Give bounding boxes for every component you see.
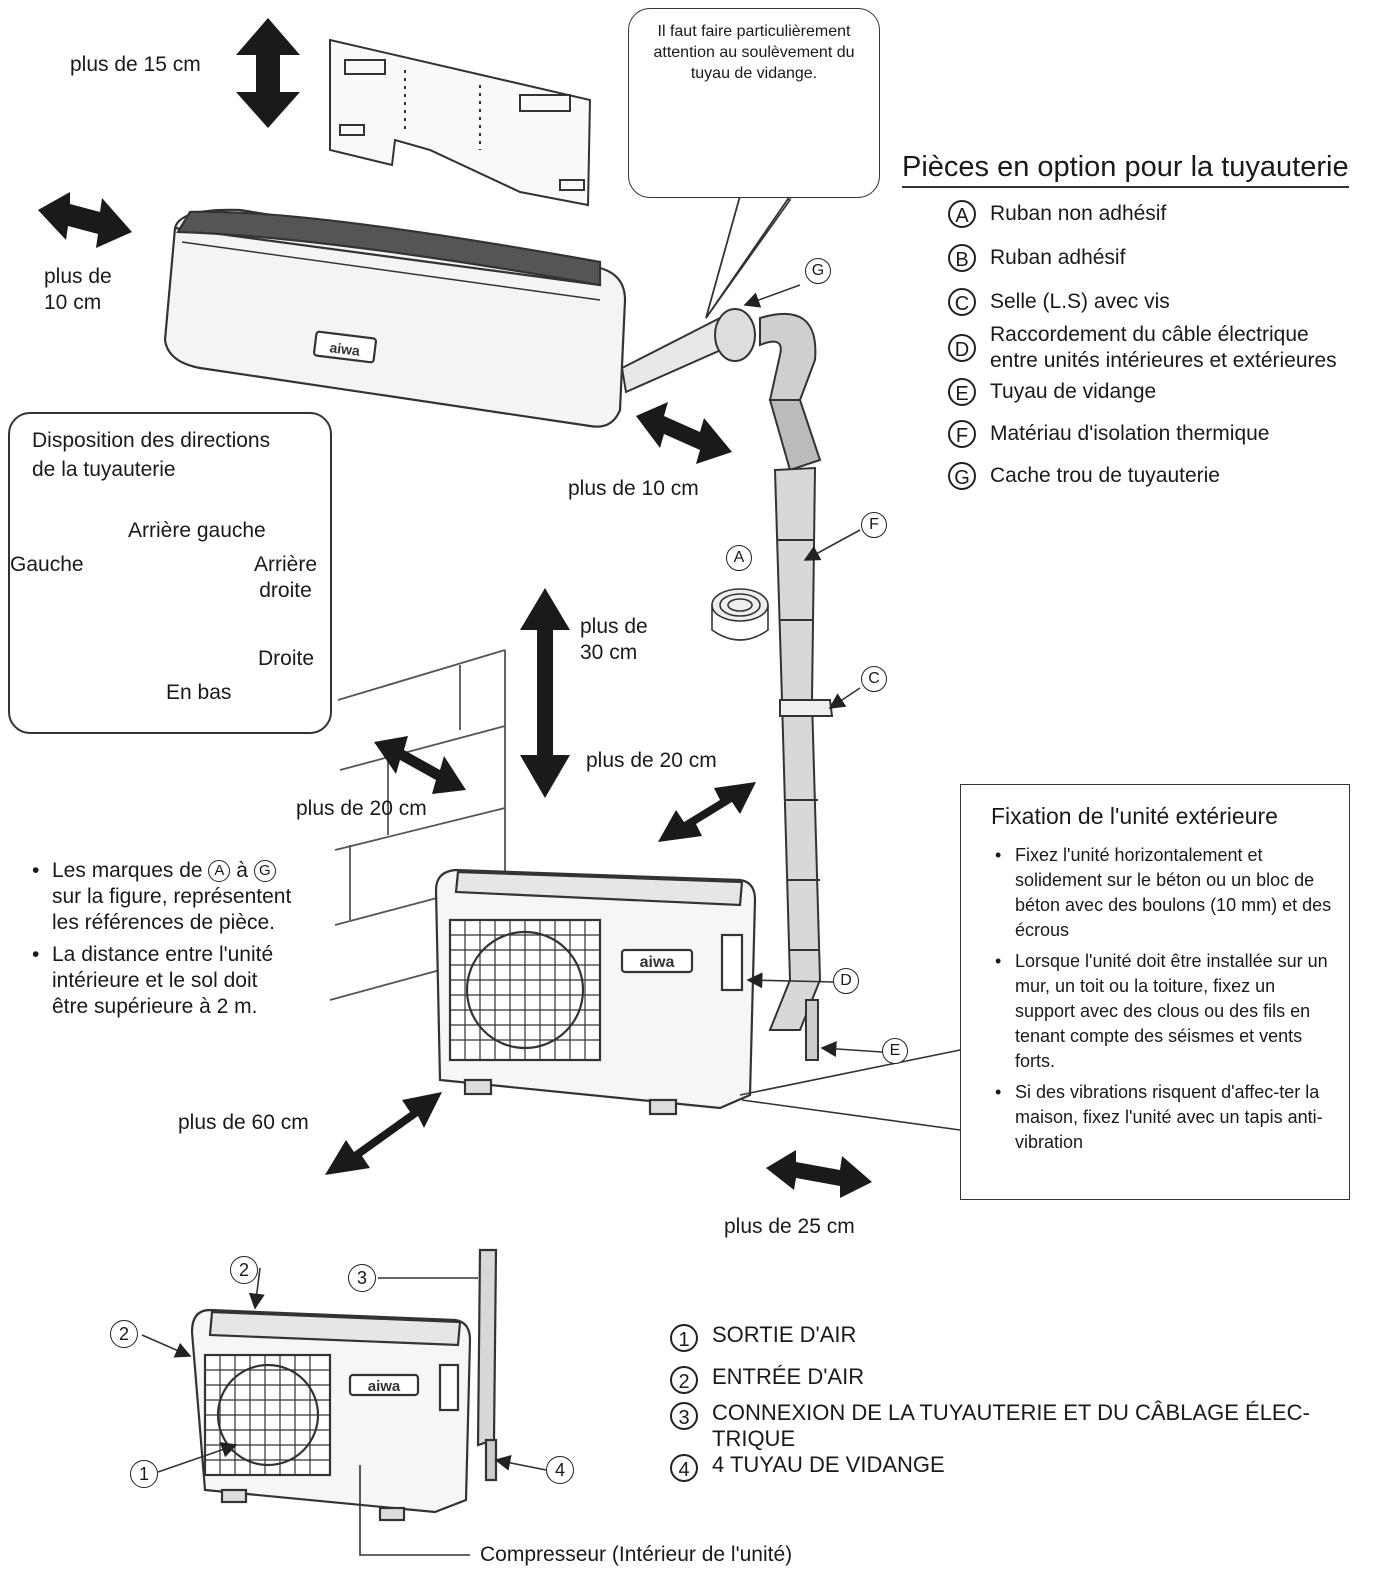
direction-left: Gauche: [10, 553, 84, 576]
fixation-list: Fixez l'unité horizontalement et solidem…: [993, 843, 1335, 1161]
option-label: Ruban non adhésif: [990, 202, 1167, 225]
option-label: Raccordement du câble électrique entre u…: [990, 323, 1337, 372]
direction-rear-left: Arrière gauche: [128, 519, 266, 542]
compressor-label: Compresseur (Intérieur de l'unité): [480, 1543, 793, 1566]
legend-number-circle: 3: [670, 1402, 698, 1430]
legend-item-3: 3 CONNEXION DE LA TUYAUTERIE ET DU CÂBLAG…: [670, 1400, 1310, 1452]
option-label: Matériau d'isolation thermique: [990, 422, 1270, 445]
option-item-b: B Ruban adhésif: [948, 244, 1125, 272]
label-clearance-outdoor-side: plus de 25 cm: [724, 1215, 855, 1238]
callout-4: 4: [546, 1456, 574, 1484]
direction-bottom: En bas: [166, 681, 232, 704]
legend-item-1: 1 SORTIE D'AIR: [670, 1322, 856, 1352]
legend-number-circle: 2: [670, 1366, 698, 1394]
clearance-arrow-outdoor-left: [374, 736, 466, 794]
label-clearance-outdoor-right: plus de 20 cm: [586, 749, 717, 772]
callout-2-top: 2: [230, 1256, 258, 1284]
clearance-arrow-outdoor-side: [766, 1150, 872, 1198]
legend-label: SORTIE D'AIR: [712, 1322, 857, 1347]
outdoor-brand-logo: aiwa: [640, 954, 675, 971]
clearance-arrow-top: [236, 18, 300, 128]
option-letter-circle: D: [948, 334, 976, 362]
tape-roll: [711, 588, 769, 641]
options-title: Pièces en option pour la tuyauterie: [902, 150, 1349, 188]
note-1-text-to: à: [236, 859, 248, 882]
option-letter-circle: E: [948, 378, 976, 406]
mounting-plate: [329, 38, 592, 207]
option-item-e: E Tuyau de vidange: [948, 378, 1156, 406]
callout-1: 1: [130, 1460, 158, 1488]
drain-warning-text: Il faut faire particulièrement attention…: [653, 23, 855, 82]
option-item-d: D Raccordement du câble électrique entre …: [948, 322, 1337, 374]
legend-label: 4 TUYAU DE VIDANGE: [712, 1452, 945, 1477]
direction-rear-right: Arrière droite: [254, 553, 318, 602]
clearance-arrow-outdoor-right: [658, 782, 756, 842]
fixation-title: Fixation de l'unité extérieure: [991, 803, 1278, 829]
option-letter-circle: G: [948, 462, 976, 490]
option-label: Ruban adhésif: [990, 246, 1126, 269]
clearance-arrow-right: [636, 402, 732, 464]
option-item-f: F Matériau d'isolation thermique: [948, 420, 1270, 448]
note-2: La distance entre l'unité intérieure et …: [32, 942, 320, 1020]
callout-3: 3: [348, 1264, 376, 1292]
piping-directions-title: Disposition des directions de la tuyaute…: [32, 429, 271, 481]
outdoor-unit-detail: aiwa: [190, 1248, 498, 1522]
note-1-text-b: sur la figure, représentent les référenc…: [52, 885, 292, 934]
note-1-circle-from: A: [208, 860, 231, 883]
callout-C: C: [861, 666, 887, 692]
note-1-text-a: Les marques de: [52, 859, 203, 882]
fixation-item: Si des vibrations risquent d'affec-ter l…: [995, 1080, 1335, 1155]
detail-leader-lines: [141, 1267, 547, 1556]
label-clearance-outdoor-top: plus de 30 cm: [580, 615, 648, 664]
label-clearance-left: plus de 10 cm: [44, 265, 112, 314]
fixation-item: Lorsque l'unité doit être installée sur …: [995, 949, 1335, 1074]
indoor-pipe: [620, 308, 834, 1031]
callout-D: D: [833, 968, 859, 994]
option-item-c: C Selle (L.S) avec vis: [948, 288, 1170, 316]
legend-number-circle: 1: [670, 1324, 698, 1352]
clearance-arrow-outdoor-front: [325, 1092, 442, 1175]
option-item-g: G Cache trou de tuyauterie: [948, 462, 1220, 490]
legend-label: ENTRÉE D'AIR: [712, 1364, 865, 1389]
fixation-box: Fixation de l'unité extérieure Fixez l'u…: [960, 784, 1350, 1200]
label-clearance-outdoor-left: plus de 20 cm: [296, 797, 427, 820]
note-1: Les marques de A à G sur la figure, repr…: [32, 858, 320, 936]
option-letter-circle: F: [948, 420, 976, 448]
callout-G: G: [805, 258, 831, 284]
warning-bubble-tail: [705, 195, 791, 319]
option-item-a: A Ruban non adhésif: [948, 200, 1166, 228]
option-letter-circle: B: [948, 244, 976, 272]
clearance-arrow-outdoor-top: [520, 588, 570, 798]
legend-item-4: 4 4 TUYAU DE VIDANGE: [670, 1452, 945, 1482]
callout-A: A: [726, 545, 752, 571]
option-letter-circle: A: [948, 200, 976, 228]
legend-number-circle: 4: [670, 1454, 698, 1482]
fixation-item: Fixez l'unité horizontalement et solidem…: [995, 843, 1335, 943]
option-letter-circle: C: [948, 288, 976, 316]
detail-brand-logo: aiwa: [368, 1378, 401, 1395]
legend-item-2: 2 ENTRÉE D'AIR: [670, 1364, 864, 1394]
option-label: Tuyau de vidange: [990, 380, 1157, 403]
label-clearance-outdoor-front: plus de 60 cm: [178, 1111, 309, 1134]
indoor-brand-logo: aiwa: [329, 339, 361, 359]
note-1-circle-to: G: [253, 860, 276, 883]
callout-2-side: 2: [110, 1320, 138, 1348]
direction-right: Droite: [258, 647, 315, 670]
notes: Les marques de A à G sur la figure, repr…: [30, 858, 320, 1026]
indoor-unit: aiwa: [163, 208, 627, 428]
option-label: Selle (L.S) avec vis: [990, 290, 1170, 313]
label-clearance-right: plus de 10 cm: [568, 477, 699, 500]
option-label: Cache trou de tuyauterie: [990, 464, 1220, 487]
label-clearance-top: plus de 15 cm: [70, 53, 201, 76]
clearance-arrow-left: [38, 192, 132, 248]
legend-label: CONNEXION DE LA TUYAUTERIE ET DU CÂBLAGE…: [712, 1400, 1310, 1451]
outdoor-unit: aiwa: [434, 868, 757, 1116]
callout-F: F: [861, 512, 887, 538]
drain-hose: [805, 999, 819, 1061]
drain-warning-bubble: Il faut faire particulièrement attention…: [628, 8, 880, 198]
piping-directions-box: Disposition des directions de la tuyaute…: [8, 412, 332, 734]
callout-E: E: [882, 1038, 908, 1064]
